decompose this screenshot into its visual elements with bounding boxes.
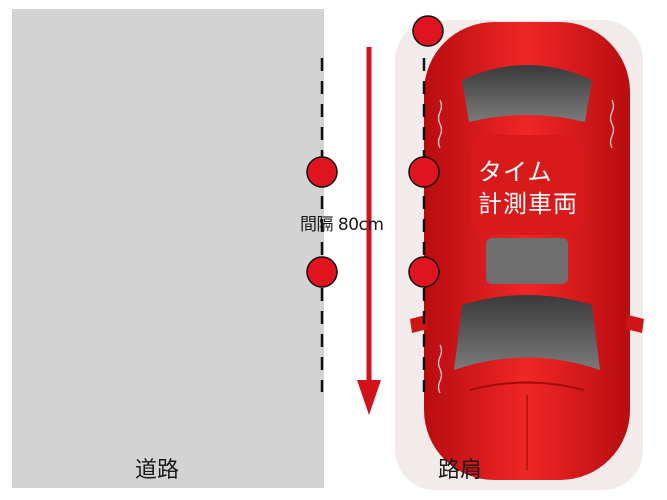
timing-car [395, 20, 644, 490]
right-side-trim [609, 99, 615, 149]
shoulder-label: 路肩 [438, 458, 483, 483]
road-label: 道路 [135, 458, 180, 483]
right-mirror [626, 315, 644, 333]
hood-line [469, 381, 585, 391]
rear-window [462, 65, 592, 122]
travel-direction-arrow [357, 47, 381, 415]
roof-panel [470, 135, 584, 235]
road-surface [12, 9, 324, 488]
sunroof [486, 238, 568, 284]
marker-point-1 [412, 15, 444, 47]
marker-point-4 [306, 256, 338, 288]
marker-point-3 [408, 156, 440, 188]
windshield [454, 295, 600, 370]
marker-point-5 [408, 256, 440, 288]
car-label-line1: タイム [478, 158, 553, 186]
marker-group [306, 15, 444, 288]
marker-point-2 [306, 156, 338, 188]
gap-distance-label: 間隔 80cm [300, 215, 384, 235]
left-side-trim [437, 99, 443, 394]
car-label-line2: 計測車両 [478, 190, 578, 218]
